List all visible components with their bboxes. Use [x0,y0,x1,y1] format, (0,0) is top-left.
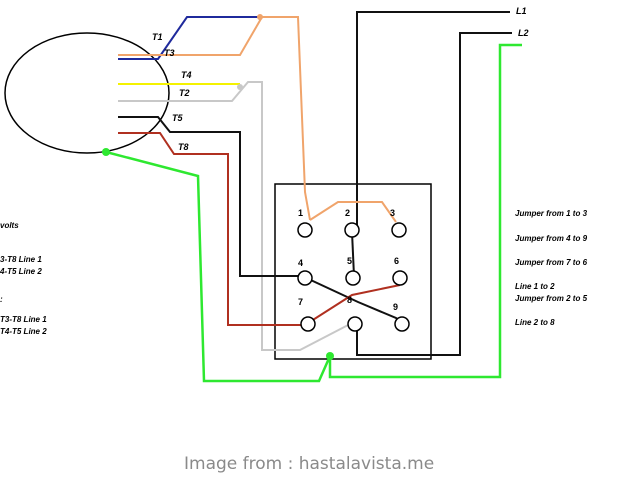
left-note-a1: 3-T8 Line 1 [0,255,42,264]
terminal-7-circle [300,316,316,332]
terminal-2-circle [344,222,360,238]
right-note-4: Line 1 to 2 [515,282,555,291]
ground-point-motor [102,148,110,156]
wire-l1-black [356,11,510,230]
terminal-3-label: 3 [390,208,395,218]
right-note-1: Jumper from 1 to 3 [515,209,588,218]
left-note-b0: : [0,295,3,304]
wire-t8-red [118,132,401,326]
lead-label-t1: T1 [152,32,163,42]
line-label-l2: L2 [518,28,529,38]
left-note-a2: 4-T5 Line 2 [0,267,42,276]
wire-l2-black [356,32,512,356]
lead-label-t8: T8 [178,142,189,152]
terminal-4-circle [297,270,313,286]
terminal-9-circle [394,316,410,332]
terminal-6-label: 6 [394,256,399,266]
lead-label-t3: T3 [164,48,175,58]
splice-t4-t2 [237,84,243,90]
terminal-6-circle [392,270,408,286]
left-note-b1: T3-T8 Line 1 [0,315,47,324]
line-label-l1: L1 [516,6,527,16]
lead-label-t2: T2 [179,88,190,98]
terminal-2-label: 2 [345,208,350,218]
jumper-1-to-3 [309,201,397,223]
wire-t2-gray [118,81,353,351]
terminal-5-label: 5 [347,256,352,266]
wire-t5-black [118,116,405,326]
image-credit: Image from : hastalavista.me [184,454,434,474]
terminal-9-label: 9 [393,302,398,312]
jumper-2-to-5 [351,231,355,277]
lead-label-t5: T5 [172,113,183,123]
terminal-1-label: 1 [298,208,303,218]
right-note-3: Jumper from 7 to 6 [515,258,588,267]
ground-point-box [326,352,334,360]
terminal-7-label: 7 [298,297,303,307]
right-note-6: Line 2 to 8 [515,318,555,327]
terminal-4-label: 4 [298,258,303,268]
terminal-1-circle [297,222,313,238]
terminal-8-circle [347,316,363,332]
left-note-volts: volts [0,221,19,230]
splice-t1-t3 [257,14,263,20]
wire-t3-orange [118,16,311,221]
right-note-2: Jumper from 4 to 9 [515,234,588,243]
terminal-box [274,183,432,360]
wire-t1-blue [118,16,260,60]
lead-label-t4: T4 [181,70,192,80]
motor-outline [4,32,170,154]
right-note-5: Jumper from 2 to 5 [515,294,588,303]
terminal-8-label: 8 [347,295,352,305]
left-note-b2: T4-T5 Line 2 [0,327,47,336]
terminal-5-circle [345,270,361,286]
terminal-3-circle [391,222,407,238]
